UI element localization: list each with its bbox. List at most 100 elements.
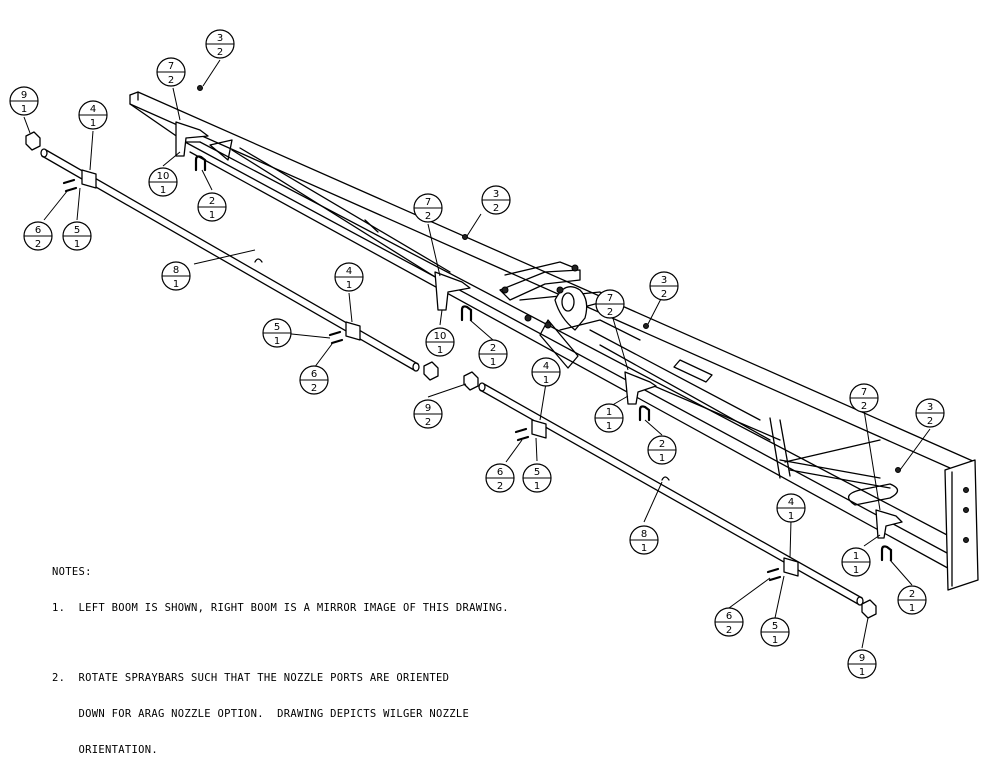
balloon-item-number: 10	[434, 331, 447, 342]
callout-balloon-item-3: 32	[205, 29, 235, 59]
callout-balloon-item-2: 21	[897, 585, 927, 615]
balloon-quantity: 1	[859, 667, 865, 678]
callout-balloon-item-7: 72	[413, 193, 443, 223]
balloon-quantity: 1	[274, 336, 280, 347]
callout-balloon-item-6: 62	[299, 365, 329, 395]
callout-balloon-item-7: 72	[849, 383, 879, 413]
balloon-quantity: 2	[425, 211, 431, 222]
callout-balloon-item-6: 62	[23, 221, 53, 251]
hanger-brackets	[175, 121, 903, 539]
balloon-item-number: 6	[311, 369, 317, 380]
balloon-item-number: 2	[909, 589, 915, 600]
balloon-item-number: 2	[659, 439, 665, 450]
balloon-item-number: 7	[607, 293, 613, 304]
balloon-quantity: 1	[772, 635, 778, 646]
balloon-item-number: 4	[788, 497, 794, 508]
callout-balloon-item-4: 41	[334, 262, 364, 292]
balloon-quantity: 2	[35, 239, 41, 250]
callout-balloon-item-1: 11	[594, 403, 624, 433]
balloon-item-number: 3	[493, 189, 499, 200]
balloon-item-number: 9	[859, 653, 865, 664]
callout-balloon-item-7: 72	[156, 57, 186, 87]
balloon-item-number: 1	[853, 551, 859, 562]
balloon-quantity: 2	[661, 289, 667, 300]
balloon-quantity: 1	[543, 375, 549, 386]
balloon-quantity: 1	[173, 279, 179, 290]
balloon-quantity: 1	[659, 453, 665, 464]
balloon-item-number: 5	[534, 467, 540, 478]
callout-balloon-item-2: 21	[197, 192, 227, 222]
balloon-item-number: 5	[274, 322, 280, 333]
balloon-quantity: 1	[788, 511, 794, 522]
callout-balloon-item-8: 81	[161, 261, 191, 291]
balloon-item-number: 5	[772, 621, 778, 632]
balloon-item-number: 8	[641, 529, 647, 540]
callout-balloon-item-5: 51	[760, 617, 790, 647]
balloon-quantity: 2	[497, 481, 503, 492]
balloon-quantity: 1	[641, 543, 647, 554]
clamps	[81, 169, 799, 577]
note-2-line-2: DOWN FOR ARAG NOZZLE OPTION. DRAWING DEP…	[52, 708, 470, 720]
balloon-item-number: 3	[661, 275, 667, 286]
callout-balloon-item-3: 32	[649, 271, 679, 301]
callout-balloon-item-10: 101	[425, 327, 455, 357]
leader-lines	[23, 59, 931, 649]
balloon-quantity: 2	[493, 203, 499, 214]
callout-balloon-item-5: 51	[522, 463, 552, 493]
balloon-item-number: 6	[497, 467, 503, 478]
callout-balloon-item-9: 91	[847, 649, 877, 679]
balloon-quantity: 1	[74, 239, 80, 250]
callout-balloon-item-6: 62	[485, 463, 515, 493]
callout-balloon-item-3: 32	[481, 185, 511, 215]
callout-balloon-item-9: 92	[413, 399, 443, 429]
callout-balloon-item-2: 21	[478, 339, 508, 369]
balloon-quantity: 2	[726, 625, 732, 636]
pins	[62, 178, 782, 582]
balloon-quantity: 1	[346, 280, 352, 291]
balloon-quantity: 1	[853, 565, 859, 576]
notes-block: NOTES: 1. LEFT BOOM IS SHOWN, RIGHT BOOM…	[52, 542, 532, 768]
callout-balloon-item-1: 11	[841, 547, 871, 577]
end-plugs	[25, 131, 877, 619]
callout-balloon-item-4: 41	[78, 100, 108, 130]
balloon-quantity: 2	[217, 47, 223, 58]
callout-balloon-item-7: 72	[595, 289, 625, 319]
balloon-item-number: 6	[35, 225, 41, 236]
balloon-item-number: 10	[157, 171, 170, 182]
balloon-item-number: 4	[346, 266, 352, 277]
balloon-quantity: 2	[168, 75, 174, 86]
balloon-item-number: 3	[217, 33, 223, 44]
balloon-quantity: 1	[490, 357, 496, 368]
balloon-quantity: 1	[209, 210, 215, 221]
boom-assembly-diagram: 9141723210121625181723241516210121923272…	[9, 29, 979, 679]
nuts	[197, 85, 901, 473]
callout-balloon-item-3: 32	[915, 398, 945, 428]
balloon-item-number: 8	[173, 265, 179, 276]
callout-balloon-item-2: 21	[647, 435, 677, 465]
balloon-quantity: 2	[311, 383, 317, 394]
balloon-item-number: 5	[74, 225, 80, 236]
callout-balloon-item-5: 51	[62, 221, 92, 251]
balloon-quantity: 2	[861, 401, 867, 412]
balloon-quantity: 2	[927, 416, 933, 427]
balloon-item-number: 9	[21, 90, 27, 101]
balloon-quantity: 1	[90, 118, 96, 129]
callout-balloon-item-4: 41	[776, 493, 806, 523]
balloon-quantity: 1	[160, 185, 166, 196]
balloon-item-number: 3	[927, 402, 933, 413]
u-bolts	[194, 155, 893, 562]
balloon-item-number: 4	[90, 104, 96, 115]
callout-balloon-item-8: 81	[629, 525, 659, 555]
balloon-item-number: 4	[543, 361, 549, 372]
balloon-quantity: 1	[606, 421, 612, 432]
balloon-item-number: 1	[606, 407, 612, 418]
notes-heading: NOTES:	[52, 566, 92, 578]
balloon-item-number: 2	[209, 196, 215, 207]
balloon-quantity: 1	[437, 345, 443, 356]
spray-bars	[40, 148, 864, 606]
balloon-item-number: 7	[168, 61, 174, 72]
callout-balloon-item-9: 91	[9, 86, 39, 116]
note-1: 1. LEFT BOOM IS SHOWN, RIGHT BOOM IS A M…	[52, 602, 509, 614]
balloon-item-number: 2	[490, 343, 496, 354]
